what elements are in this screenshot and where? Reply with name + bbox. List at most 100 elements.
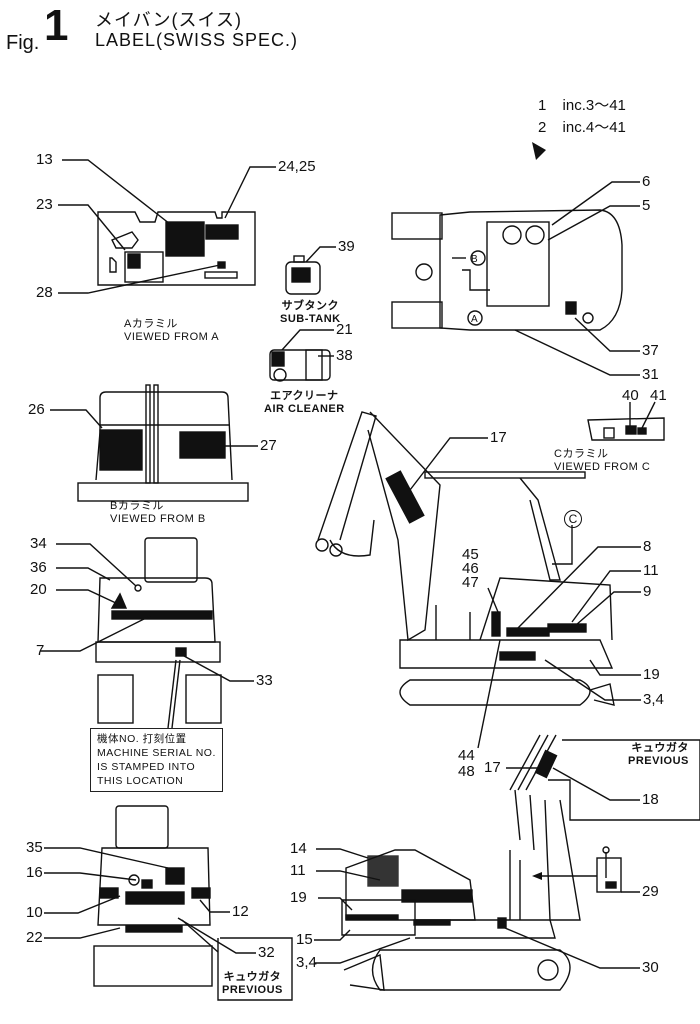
applicability-item: 1: [538, 97, 547, 114]
view-a-caption-jp: Aカラミル: [124, 318, 178, 330]
serial-note-line-jp: 機体NO. 打刻位置: [97, 733, 187, 745]
excavator-side-view-drawing: [315, 411, 615, 706]
view-a-caption: Aカラミル VIEWED FROM A: [124, 318, 219, 344]
callout-15: 15: [296, 931, 313, 948]
callout-7: 7: [36, 642, 45, 659]
view-c-caption: Cカラミル VIEWED FROM C: [554, 448, 650, 474]
callout-31: 31: [642, 366, 659, 383]
callout-40: 40: [622, 387, 639, 404]
front-view-drawing: [95, 537, 222, 724]
callout-19-b: 19: [290, 889, 307, 906]
marker-b: B: [471, 254, 478, 265]
callout-32: 32: [258, 944, 275, 961]
sub-tank-caption-en: SUB-TANK: [280, 313, 341, 325]
rear-previous-caption-en: PREVIOUS: [222, 984, 283, 996]
figure-title-jp: メイバン(スイス): [95, 10, 242, 30]
callout-9: 9: [643, 583, 652, 600]
figure-prefix: Fig.: [6, 32, 40, 54]
callout-35: 35: [26, 839, 43, 856]
callout-21: 21: [336, 321, 353, 338]
sub-tank-caption-jp: サブタンク: [281, 300, 340, 312]
view-b-drawing: [77, 384, 249, 502]
callout-3-4-b: 3,4: [296, 954, 317, 971]
callout-27: 27: [260, 437, 277, 454]
callout-18: 18: [642, 791, 659, 808]
view-b-caption-en: VIEWED FROM B: [110, 513, 206, 525]
callout-17: 17: [490, 429, 507, 446]
previous-boom-caption-en: PREVIOUS: [628, 755, 689, 767]
callout-38: 38: [336, 347, 353, 364]
callout-group-45-47: 45 46 47: [462, 546, 479, 591]
sub-tank-caption: サブタンク SUB-TANK: [280, 300, 341, 326]
callout-36: 36: [30, 559, 47, 576]
callout-22: 22: [26, 929, 43, 946]
view-a-drawing: [97, 211, 256, 286]
top-view-drawing: [391, 209, 623, 331]
air-cleaner-caption-jp: エアクリーナ: [270, 390, 339, 402]
marker-a: A: [471, 314, 478, 325]
direction-arrow-icon: [532, 142, 546, 160]
callout-11-b: 11: [290, 862, 306, 879]
serial-note-line-1: MACHINE SERIAL NO.: [97, 747, 216, 759]
serial-note-line-2: IS STAMPED INTO: [97, 761, 196, 773]
marker-c: C: [564, 510, 582, 528]
applicability-text: inc.4～41: [562, 119, 626, 136]
callout-8: 8: [643, 538, 652, 555]
callout-37: 37: [642, 342, 659, 359]
callout-13: 13: [36, 151, 53, 168]
applicability-text: inc.3～41: [562, 97, 626, 114]
callout-44: 44: [458, 747, 475, 764]
callout-group-44-48: 44 48: [458, 748, 475, 780]
rear-view-drawing: [93, 805, 213, 987]
rear-previous-caption: キュウガタ PREVIOUS: [222, 971, 283, 997]
callout-20: 20: [30, 581, 47, 598]
air-cleaner-caption: エアクリーナ AIR CLEANER: [264, 390, 345, 416]
callout-34: 34: [30, 535, 47, 552]
applicability-item: 2: [538, 119, 547, 136]
air-cleaner-drawing: [269, 349, 331, 382]
callout-12: 12: [232, 903, 249, 920]
applicability-row-2: 2 inc.4～41: [538, 118, 626, 138]
callout-6: 6: [642, 173, 651, 190]
view-c-drawing: [587, 417, 665, 441]
callout-39: 39: [338, 238, 355, 255]
callout-26: 26: [28, 401, 45, 418]
view-a-caption-en: VIEWED FROM A: [124, 331, 220, 343]
view-c-caption-en: VIEWED FROM C: [554, 461, 651, 473]
callout-46: 46: [462, 560, 479, 577]
view-b-caption-jp: Bカラミル: [110, 500, 164, 512]
callout-23: 23: [36, 196, 53, 213]
callout-33: 33: [256, 672, 273, 689]
callout-19: 19: [643, 666, 660, 683]
view-b-caption: Bカラミル VIEWED FROM B: [110, 500, 206, 526]
callout-24-25: 24,25: [278, 158, 316, 175]
callout-28: 28: [36, 284, 53, 301]
callout-29: 29: [642, 883, 659, 900]
callout-30: 30: [642, 959, 659, 976]
applicability-row-1: 1 inc.3～41: [538, 96, 626, 116]
callout-16: 16: [26, 864, 43, 881]
serial-note-line-3: THIS LOCATION: [97, 775, 184, 787]
callout-10: 10: [26, 904, 43, 921]
figure-title-en: LABEL(SWISS SPEC.): [95, 30, 299, 50]
callout-5: 5: [642, 197, 651, 214]
previous-boom-drawing: [509, 734, 700, 851]
rear-previous-caption-jp: キュウガタ: [223, 971, 282, 983]
serial-number-note: 機体NO. 打刻位置 MACHINE SERIAL NO. IS STAMPED…: [90, 728, 223, 792]
air-cleaner-caption-en: AIR CLEANER: [264, 403, 345, 415]
figure-number: 1: [44, 1, 69, 50]
callout-45: 45: [462, 546, 479, 563]
detail-29-box: [596, 857, 622, 893]
callout-3-4: 3,4: [643, 691, 664, 708]
callout-11: 11: [643, 562, 659, 579]
callout-14: 14: [290, 840, 307, 857]
view-c-caption-jp: Cカラミル: [554, 448, 609, 460]
previous-boom-caption-jp: キュウガタ: [631, 742, 689, 754]
excavator-side-view-2-drawing: [341, 799, 581, 991]
previous-boom-caption: キュウガタ PREVIOUS: [628, 742, 689, 768]
callout-48: 48: [458, 763, 475, 780]
callout-41: 41: [650, 387, 667, 404]
callout-17-previous: 17: [484, 759, 501, 776]
callout-47: 47: [462, 574, 479, 591]
